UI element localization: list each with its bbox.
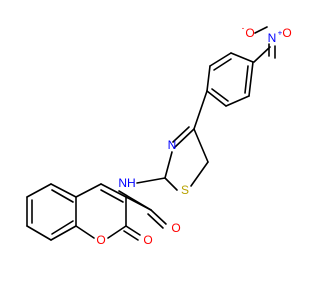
bond-ph-4 — [206, 90, 227, 107]
bond-c3-c4-inner — [100, 189, 124, 203]
atom-o-lactone: O — [143, 233, 152, 247]
bond-n-aryl — [253, 46, 271, 63]
bond-thz-c4-n3-inner — [172, 126, 190, 143]
bond-carbonyl-c3 — [125, 196, 152, 211]
bond-ph-2-inner — [213, 58, 232, 71]
bond-ph-6-inner — [244, 65, 249, 94]
bond-thz-s1-c5 — [190, 161, 209, 187]
bond-thz-c5-c4 — [193, 128, 209, 163]
bond-bz-1-inner — [51, 189, 74, 203]
bond-carbonyl-o-b — [147, 213, 164, 229]
atom-n-nitro: N — [268, 31, 277, 45]
bond-thz-c4-n3 — [173, 128, 195, 149]
atom-o-nitro-double: O — [282, 26, 291, 40]
bond-c2-nh — [136, 177, 166, 184]
bond-c8a-o1 — [75, 225, 95, 239]
atom-o-amide: O — [171, 221, 180, 235]
bond-bz-5 — [50, 225, 77, 241]
bond-lactone-o-b — [123, 230, 139, 241]
atom-s-thiazole: S — [181, 183, 189, 197]
bond-ph-5 — [225, 95, 250, 107]
bond-lactone-o-a — [125, 225, 141, 236]
atom-n-thiazole: N — [168, 138, 177, 152]
atom-o-ring: O — [96, 233, 105, 247]
bond-ph-thz — [193, 90, 208, 130]
bond-ph-3 — [206, 65, 211, 92]
bond-thz-n3-c2 — [164, 151, 173, 179]
bond-ph-6 — [248, 61, 254, 97]
atom-o-nitro-minus: O — [245, 26, 254, 40]
bond-thz-c2-s1 — [164, 177, 178, 191]
bond-ph-4-inner — [211, 88, 229, 102]
bonds — [26, 26, 276, 241]
molecule-structure-diagram: O - N + O N S NH O O O — [26, 24, 292, 248]
bond-o1-c2 — [107, 225, 127, 239]
atom-labels: O - N + O N S NH O O O — [96, 24, 291, 248]
charge-plus: + — [278, 29, 283, 38]
charge-minus: - — [242, 24, 245, 33]
bond-n-o-minus — [254, 26, 268, 34]
bond-bz-2 — [26, 183, 52, 198]
bond-ph-1 — [230, 52, 254, 63]
bond-bz-1 — [50, 183, 77, 198]
bond-bz-5-inner — [51, 220, 74, 235]
bond-c4-c4a — [75, 183, 102, 198]
bond-bz-4 — [26, 225, 52, 241]
bond-c3-c4 — [100, 183, 127, 198]
atom-nh-amide: NH — [118, 176, 135, 190]
bond-ph-2 — [209, 52, 232, 67]
bond-carbonyl-o-a — [150, 209, 167, 225]
